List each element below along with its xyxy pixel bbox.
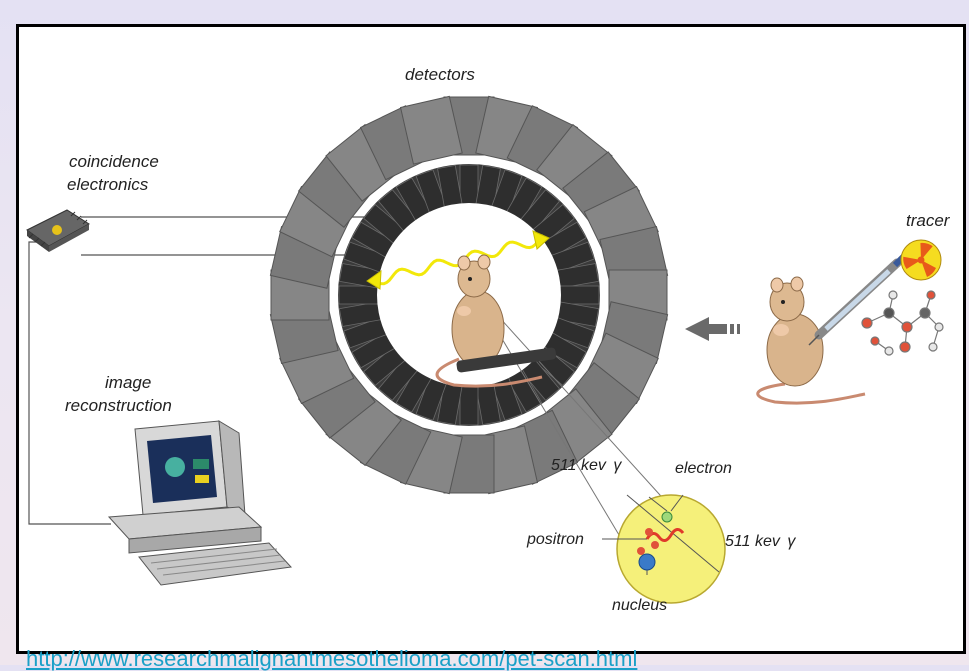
rat-icon bbox=[435, 254, 557, 388]
rat-icon bbox=[756, 276, 866, 405]
detector-crystal bbox=[556, 285, 600, 305]
image-label-line1: image bbox=[105, 373, 151, 392]
labels: detectors coincidence electronics tracer… bbox=[65, 65, 951, 614]
diagram-frame: detectors coincidence electronics tracer… bbox=[16, 24, 966, 654]
kev-top-label: 511 kev γ bbox=[551, 457, 622, 474]
kev-right-label: 511 kev γ bbox=[725, 533, 796, 550]
kev-top-value: 511 kev bbox=[551, 457, 607, 474]
gamma-right-symbol: γ bbox=[787, 533, 796, 550]
arrow-icon bbox=[685, 317, 740, 341]
detectors-label: detectors bbox=[405, 65, 475, 84]
chip-icon bbox=[26, 209, 90, 252]
positron-label: positron bbox=[526, 531, 584, 548]
electron-label: electron bbox=[675, 460, 732, 477]
image-label-line2: reconstruction bbox=[65, 396, 172, 415]
source-link[interactable]: http://www.researchmalignantmesothelioma… bbox=[26, 646, 638, 671]
gamma-top-symbol: γ bbox=[613, 457, 622, 474]
molecule-icon bbox=[861, 290, 944, 356]
kev-right-value: 511 kev bbox=[725, 533, 781, 550]
detector-crystal bbox=[459, 382, 479, 426]
computer-icon bbox=[107, 420, 293, 586]
coincidence-label-line2: electronics bbox=[67, 175, 149, 194]
pet-scan-diagram: detectors coincidence electronics tracer… bbox=[26, 65, 951, 614]
detector-block bbox=[399, 95, 463, 165]
coincidence-label-line1: coincidence bbox=[69, 152, 159, 171]
atom-diagram bbox=[602, 494, 726, 604]
detector-crystal bbox=[338, 285, 382, 305]
detector-crystal bbox=[459, 164, 479, 208]
radiation-icon bbox=[900, 239, 942, 281]
nucleus-label: nucleus bbox=[612, 597, 667, 614]
tracer-label: tracer bbox=[906, 211, 951, 230]
